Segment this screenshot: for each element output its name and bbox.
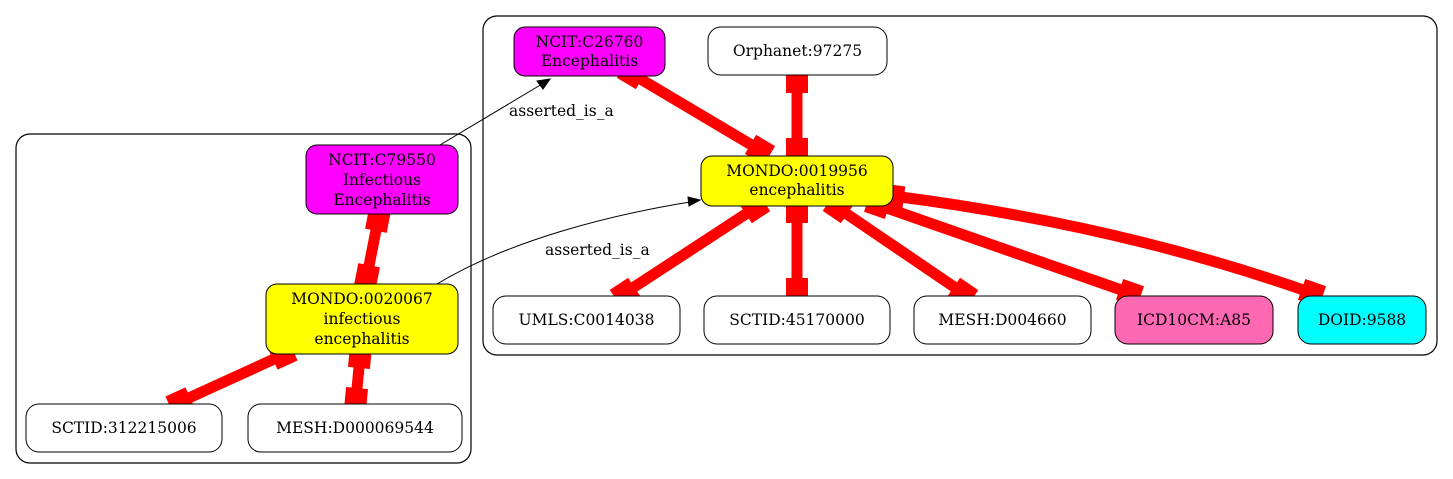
equivalence-edge-mondo-0019956-to-umls-c0014038 xyxy=(621,203,759,298)
arrowhead-icon xyxy=(687,196,702,207)
node-mesh-d000069544[interactable]: MESH:D000069544 xyxy=(247,403,463,453)
node-box xyxy=(913,295,1092,345)
node-orphanet-97275[interactable]: Orphanet:97275 xyxy=(707,26,888,76)
node-mesh-d004660[interactable]: MESH:D004660 xyxy=(913,295,1092,345)
edge-end-cap xyxy=(354,263,380,289)
node-label-line: MESH:D004660 xyxy=(938,311,1066,329)
arrowhead-icon xyxy=(536,78,552,90)
node-box xyxy=(1297,295,1427,345)
node-label-line: encephalitis xyxy=(314,330,409,348)
node-box xyxy=(247,403,463,453)
node-ncit-c26760[interactable]: NCIT:C26760 Encephalitis xyxy=(513,26,666,77)
node-label-line: ICD10CM:A85 xyxy=(1137,311,1251,329)
node-box xyxy=(492,295,681,345)
node-label-line: MONDO:0019956 xyxy=(726,162,868,180)
node-box xyxy=(305,144,459,215)
node-box xyxy=(707,26,888,76)
node-label-line: encephalitis xyxy=(749,181,844,199)
node-label-line: MONDO:0020067 xyxy=(291,290,433,308)
node-label-line: Encephalitis xyxy=(333,191,430,209)
node-label-line: DOID:9588 xyxy=(1318,311,1406,329)
node-label-line: NCIT:C79550 xyxy=(328,151,436,169)
equivalence-edge-mondo-0019956-to-doid-9588 xyxy=(892,190,1314,299)
node-label-line: SCTID:45170000 xyxy=(729,311,864,329)
relation-label: asserted_is_a xyxy=(545,241,650,259)
edge-end-cap xyxy=(786,278,808,300)
edge-end-cap xyxy=(786,71,808,93)
equivalence-edge-mondo-0019956-to-icd10cm-a85 xyxy=(876,199,1132,299)
node-label-line: infectious xyxy=(324,310,401,328)
cluster-infectious-encephalitis xyxy=(15,133,472,464)
node-label-line: MESH:D000069544 xyxy=(276,419,434,437)
cluster-encephalitis xyxy=(482,15,1438,356)
relation-edge-mondo-0020067-to-mondo-0019956: asserted_is_a xyxy=(436,196,702,285)
node-label-line: NCIT:C26760 xyxy=(536,33,644,51)
node-ncit-c79550[interactable]: NCIT:C79550 Infectious Encephalitis xyxy=(305,144,459,215)
node-label-line: Encephalitis xyxy=(541,52,638,70)
node-label-line: Orphanet:97275 xyxy=(733,42,862,60)
node-box xyxy=(265,283,459,355)
node-box xyxy=(1114,295,1274,345)
node-umls-c0014038[interactable]: UMLS:C0014038 xyxy=(492,295,681,345)
node-box xyxy=(703,295,891,345)
node-box xyxy=(25,403,223,453)
node-box xyxy=(700,155,894,207)
node-label-line: UMLS:C0014038 xyxy=(519,311,655,329)
equivalence-edges xyxy=(165,58,1327,417)
edge-end-cap xyxy=(786,138,808,160)
equivalence-edge-ncit-c26760-to-mondo-0019956 xyxy=(629,69,763,155)
node-doid-9588[interactable]: DOID:9588 xyxy=(1297,295,1427,345)
node-mondo-0019956[interactable]: MONDO:0019956 encephalitis xyxy=(700,155,894,207)
node-label-line: SCTID:312215006 xyxy=(51,419,196,437)
node-sctid-312215006[interactable]: SCTID:312215006 xyxy=(25,403,223,453)
node-mondo-0020067[interactable]: MONDO:0020067 infectious encephalitis xyxy=(265,283,459,355)
relation-edge-ncit-c79550-to-ncit-c26760: asserted_is_a xyxy=(439,78,614,146)
node-label-line: Infectious xyxy=(343,171,421,189)
equivalence-edge-mondo-0019956-to-mesh-d004660 xyxy=(834,203,967,298)
node-box xyxy=(513,26,666,77)
equivalence-edge-mondo-0020067-to-sctid-312215006 xyxy=(177,349,286,408)
relation-label: asserted_is_a xyxy=(509,102,614,120)
node-icd10cm-a85[interactable]: ICD10CM:A85 xyxy=(1114,295,1274,345)
node-sctid-45170000[interactable]: SCTID:45170000 xyxy=(703,295,891,345)
